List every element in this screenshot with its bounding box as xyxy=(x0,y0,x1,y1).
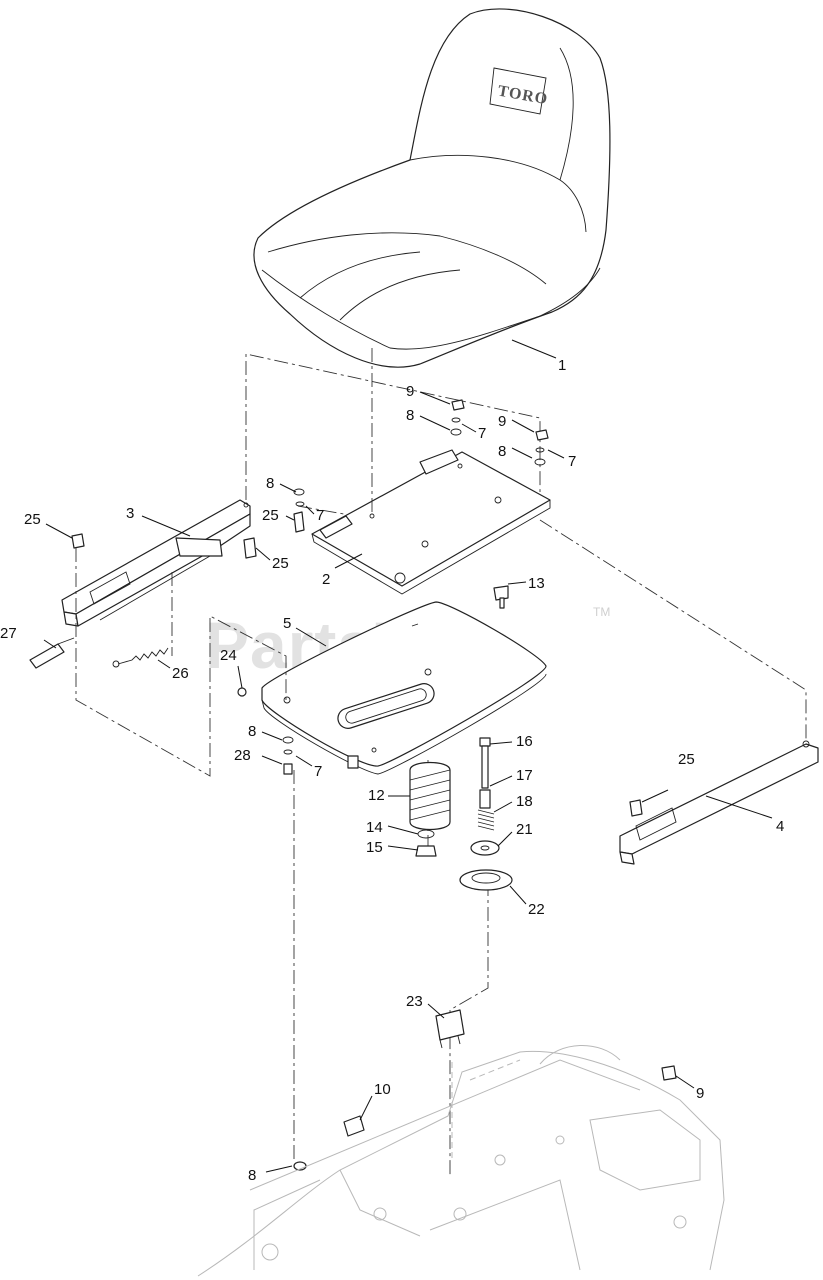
callout-17: 17 xyxy=(516,767,533,784)
leader-lines xyxy=(43,339,773,1173)
callout-12: 12 xyxy=(368,787,385,804)
callout-25-rail: 25 xyxy=(272,555,289,572)
seat-base-plate xyxy=(261,601,547,775)
callout-7-top: 7 xyxy=(478,425,486,442)
machine-frame xyxy=(197,1045,725,1277)
callout-25-left: 25 xyxy=(24,511,41,528)
callout-22: 22 xyxy=(528,901,545,918)
callout-18: 18 xyxy=(516,793,533,810)
callout-25-plate: 25 xyxy=(262,507,279,524)
callout-9-right: 9 xyxy=(498,413,506,430)
callout-16: 16 xyxy=(516,733,533,750)
callout-2: 2 xyxy=(322,571,330,588)
callout-4: 4 xyxy=(776,818,784,835)
seat-rail-left xyxy=(61,499,251,627)
callout-13: 13 xyxy=(528,575,545,592)
callout-10: 10 xyxy=(374,1081,391,1098)
callout-28: 28 xyxy=(234,747,251,764)
callout-5: 5 xyxy=(283,615,291,632)
callout-8-right: 8 xyxy=(498,443,506,460)
callout-14: 14 xyxy=(366,819,383,836)
callout-1: 1 xyxy=(558,357,566,374)
seat-plate xyxy=(311,449,551,595)
callout-26: 26 xyxy=(172,665,189,682)
watermark-trademark: TM xyxy=(593,605,610,619)
seat: TORO xyxy=(253,8,611,368)
seat-rail-right xyxy=(619,740,819,865)
callout-8-plate: 8 xyxy=(266,475,274,492)
callout-7-base: 7 xyxy=(314,763,322,780)
callout-9-bottom: 9 xyxy=(696,1085,704,1102)
hardware xyxy=(29,399,677,1171)
callout-7-plate: 7 xyxy=(316,507,324,524)
callout-8-base: 8 xyxy=(248,723,256,740)
callouts: 1 2 3 4 5 7 7 7 7 8 8 8 8 8 9 9 9 10 12 … xyxy=(0,357,784,1184)
callout-8-bottom: 8 xyxy=(248,1167,256,1184)
callout-24: 24 xyxy=(220,647,237,664)
callout-7-right: 7 xyxy=(568,453,576,470)
alignment-lines xyxy=(75,348,807,1176)
callout-23: 23 xyxy=(406,993,423,1010)
callout-15: 15 xyxy=(366,839,383,856)
callout-21: 21 xyxy=(516,821,533,838)
callout-8-top: 8 xyxy=(406,407,414,424)
callout-9-top: 9 xyxy=(406,383,414,400)
callout-25-right: 25 xyxy=(678,751,695,768)
callout-27: 27 xyxy=(0,625,17,642)
callout-3: 3 xyxy=(126,505,134,522)
